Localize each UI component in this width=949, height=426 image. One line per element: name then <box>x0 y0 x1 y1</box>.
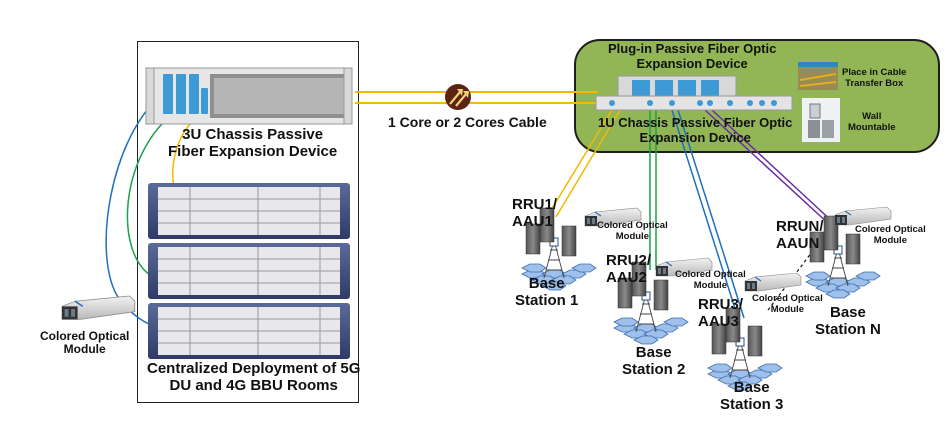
colored-optical-module-n <box>834 206 892 226</box>
station-name-3-line2: Station 3 <box>720 395 784 413</box>
module-label-n-line2: Module <box>873 234 907 246</box>
chassis-3u <box>145 67 353 125</box>
module-label-n-line1: Colored Optical <box>855 224 926 235</box>
left-module-label-line1: Colored Optical <box>40 329 130 343</box>
station-name-2: Base Station 2 <box>622 344 686 379</box>
unit-label-1: RRU1/ AAU1 <box>512 196 558 231</box>
unit-label-n-line2: AAUN <box>776 234 820 252</box>
bbu-rack-1 <box>148 183 350 239</box>
bbu-room-label: Centralized Deployment of 5G DU and 4G B… <box>147 360 361 395</box>
cable-box-label: Place in Cable Transfer Box <box>842 67 907 89</box>
bbu-room-label-line2: DU and 4G BBU Rooms <box>169 376 338 394</box>
unit-label-1-line2: AAU1 <box>512 212 553 230</box>
wall-mount-photo <box>802 98 840 142</box>
chassis-1u-label: 1U Chassis Passive Fiber Optic Expansion… <box>598 115 793 145</box>
unit-label-2-line2: AAU2 <box>606 268 647 286</box>
plugin-device-label: Plug-in Passive Fiber Optic Expansion De… <box>608 41 777 71</box>
unit-label-3-line1: RRU3/ <box>698 296 744 313</box>
blue-fiber-station3 <box>671 109 745 319</box>
wall-mount-label-line2: Mountable <box>848 121 896 133</box>
unit-label-3-line2: AAU3 <box>698 312 739 330</box>
cable-box-photo <box>798 62 838 90</box>
unit-label-n-line1: RRUN/ <box>776 218 824 235</box>
module-label-2-line1: Colored Optical <box>675 269 746 280</box>
bbu-room-label-line1: Centralized Deployment of 5G <box>147 360 361 377</box>
cable-box-label-line1: Place in Cable <box>842 67 907 78</box>
bbu-rack-3 <box>148 303 350 359</box>
colored-optical-module-3 <box>744 272 802 292</box>
unit-label-3: RRU3/ AAU3 <box>698 296 744 331</box>
cable-label: 1 Core or 2 Cores Cable <box>388 114 547 130</box>
station-name-3-line1: Base <box>733 379 770 396</box>
station-name-2-line2: Station 2 <box>622 360 686 378</box>
station-name-1-line2: Station 1 <box>515 291 579 309</box>
left-module-label: Colored Optical Module <box>40 329 130 357</box>
colored-optical-module-left <box>61 295 136 321</box>
yellow-fiber-station1 <box>547 109 621 218</box>
unit-label-2-line1: RRU2/ <box>606 252 652 269</box>
module-label-1: Colored Optical Module <box>597 220 668 242</box>
station-name-1: Base Station 1 <box>515 275 579 310</box>
purple-fiber-stationN <box>704 109 837 226</box>
station-name-n-line2: Station N <box>815 320 881 338</box>
unit-label-2: RRU2/ AAU2 <box>606 252 652 287</box>
double-arrow-icon <box>445 84 471 110</box>
plugin-label-line2: Expansion Device <box>636 55 748 71</box>
module-label-1-line1: Colored Optical <box>597 220 668 231</box>
chassis-3u-label: 3U Chassis Passive Fiber Expansion Devic… <box>168 126 338 161</box>
station-name-n: Base Station N <box>815 304 881 339</box>
module-label-3: Colored Optical Module <box>752 293 823 315</box>
module-label-2-line2: Module <box>693 279 727 291</box>
chassis-1u-label-line2: Expansion Device <box>639 129 751 145</box>
wall-mount-label-line1: Wall <box>862 111 882 122</box>
chassis-3u-label-line1: 3U Chassis Passive <box>182 126 324 143</box>
cable-box-label-line2: Transfer Box <box>845 77 904 89</box>
unit-label-1-line1: RRU1/ <box>512 196 558 213</box>
station-name-3: Base Station 3 <box>720 379 784 414</box>
wall-mount-label: Wall Mountable <box>848 111 896 133</box>
bbu-rack-2 <box>148 243 350 299</box>
unit-label-n: RRUN/ AAUN <box>776 218 824 253</box>
module-label-3-line1: Colored Optical <box>752 293 823 304</box>
left-module-label-line2: Module <box>63 342 106 357</box>
station-name-n-line1: Base <box>829 304 866 321</box>
chassis-1u-label-line1: 1U Chassis Passive Fiber Optic <box>598 115 793 130</box>
chassis-3u-label-line2: Fiber Expansion Device <box>168 142 338 160</box>
module-label-3-line2: Module <box>770 303 804 315</box>
module-label-1-line2: Module <box>615 230 649 242</box>
green-fiber-station2 <box>649 110 657 270</box>
station-name-2-line1: Base <box>635 344 672 361</box>
module-label-2: Colored Optical Module <box>675 269 746 291</box>
chassis-1u <box>595 75 793 111</box>
module-label-n: Colored Optical Module <box>855 224 926 246</box>
station-name-1-line1: Base <box>528 275 565 292</box>
plugin-label-line1: Plug-in Passive Fiber Optic <box>608 41 777 56</box>
